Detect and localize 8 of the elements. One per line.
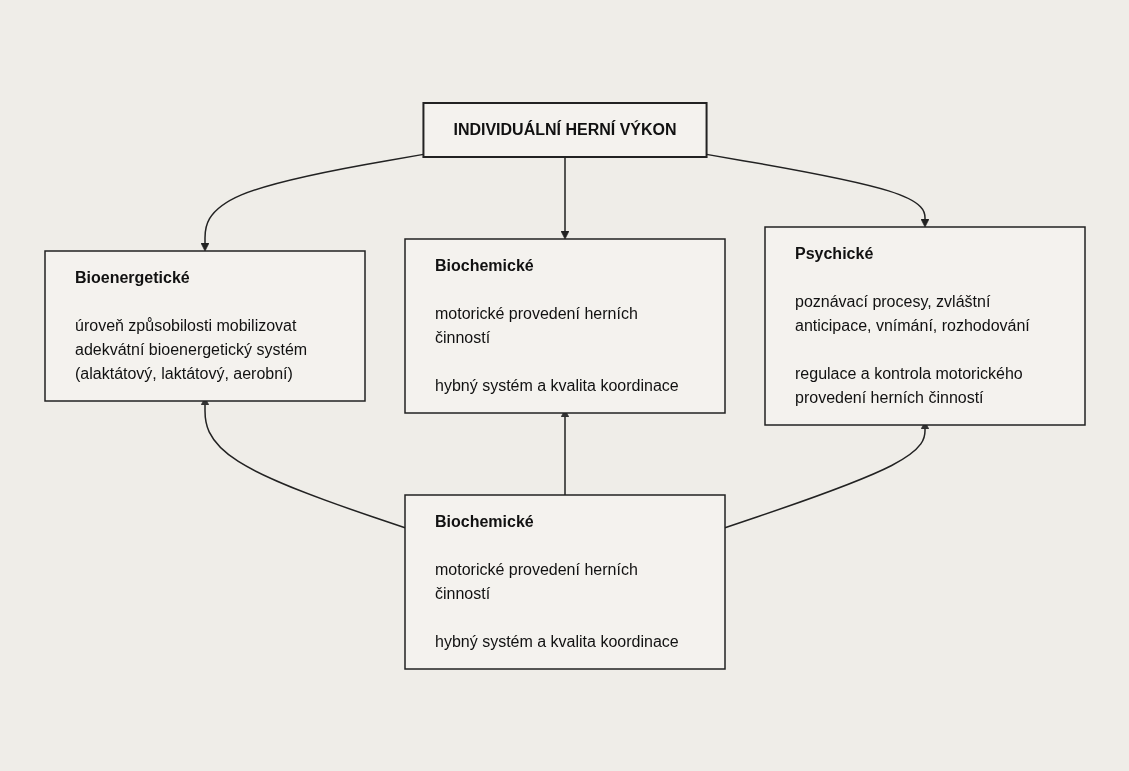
- arrow: [200, 153, 424, 251]
- node-box: INDIVIDUÁLNÍ HERNÍ VÝKON: [421, 101, 708, 158]
- node-box: Biochemické motorické provedení herních činností hybný systém a kvalita koordinace: [403, 493, 726, 670]
- node-box: Biochemické motorické provedení herních činností hybný systém a kvalita koordinace: [403, 237, 726, 414]
- arrow: [705, 153, 929, 227]
- arrow: [560, 155, 569, 239]
- node-box: Bioenergetické úroveň způsobilosti mobilizovat adekvátní bioenergetický systém (alaktátový, laktátový, aerobní): [43, 249, 366, 402]
- node-box: Psychické poznávací procesy, zvláštní anticipace, vnímání, rozhodování regulace a kontrola motorického provedení herních činností: [763, 225, 1086, 426]
